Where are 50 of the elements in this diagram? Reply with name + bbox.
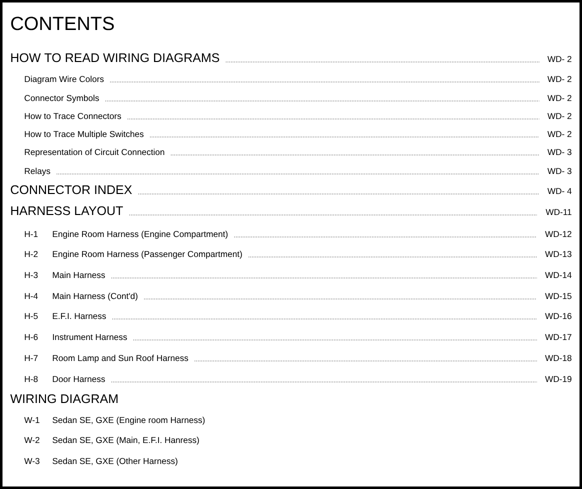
page-number: WD- 2 (547, 76, 572, 82)
page-number: WD- 3 (547, 149, 572, 156)
page-title: CONTENTS (11, 16, 114, 30)
page-number: WD-13 (545, 250, 572, 258)
entry-title: Sedan SE, GXE (Main, E.F.I. Hanress) (52, 436, 199, 445)
entry-title: How to Trace Multiple Switches (24, 130, 144, 139)
entry-code: H-1 (24, 231, 38, 237)
entry-code: W-1 (24, 417, 40, 423)
page-number: WD-15 (545, 293, 572, 300)
entry-title: Sedan SE, GXE (Engine room Harness) (52, 416, 205, 425)
page-number: WD- 3 (547, 168, 572, 174)
entry-title: Connector Symbols (24, 94, 99, 103)
entry-title: How to Trace Connectors (24, 113, 122, 120)
entry-title: Engine Room Harness (Engine Compartment) (52, 230, 228, 239)
page-number: WD-12 (545, 231, 572, 237)
entry-title: Main Harness (Cont'd) (52, 292, 138, 301)
entry-code: H-2 (24, 250, 38, 257)
entry-code: W-2 (24, 436, 40, 443)
entry-title: Sedan SE, GXE (Other Harness) (52, 458, 178, 466)
entry-code: H-3 (24, 272, 38, 278)
entry-title: Relays (24, 168, 50, 176)
page-number: WD-14 (545, 272, 572, 278)
entry-code: H-5 (24, 313, 38, 320)
section-heading: CONNECTOR INDEX (10, 185, 132, 194)
entry-title: Diagram Wire Colors (24, 76, 104, 84)
entry-code: H-7 (24, 355, 38, 361)
entry-code: H-8 (24, 376, 38, 382)
page-number: WD-18 (545, 354, 572, 362)
section-heading: HOW TO READ WIRING DIAGRAMS (11, 53, 220, 62)
entry-title: Door Harness (52, 376, 105, 382)
page-number: WD- 2 (547, 113, 572, 119)
entry-title: Representation of Circuit Connection (24, 148, 164, 157)
section-heading: HARNESS LAYOUT (11, 206, 123, 216)
page-number: WD-17 (545, 334, 572, 340)
entry-code: H-6 (24, 334, 38, 340)
section-heading: WIRING DIAGRAM (10, 394, 118, 404)
entry-title: Main Harness (52, 272, 105, 278)
entry-code: H-4 (24, 293, 38, 299)
entry-title: Engine Room Harness (Passenger Compartment) (52, 250, 242, 259)
page-number: WD-11 (546, 209, 572, 215)
entry-title: E.F.I. Harness (52, 313, 106, 320)
entry-title: Instrument Harness (53, 334, 127, 340)
page-number: WD-19 (545, 376, 572, 382)
page-number: WD-16 (545, 312, 572, 320)
entry-code: W-3 (24, 458, 40, 464)
page-number: WD- 4 (547, 188, 572, 194)
page-number: WD- 2 (547, 95, 572, 101)
page-number: WD- 2 (547, 131, 572, 137)
entry-title: Room Lamp and Sun Roof Harness (52, 354, 188, 363)
page-number: WD- 2 (547, 56, 572, 62)
